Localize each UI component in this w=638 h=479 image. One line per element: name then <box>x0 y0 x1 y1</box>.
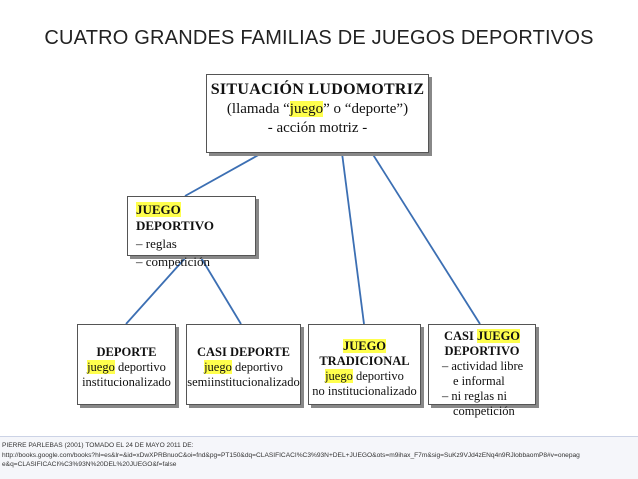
connector-mid-leaf1 <box>125 255 188 325</box>
connector-root-mid <box>184 152 263 197</box>
mid-item-competicion: – competición <box>136 254 211 269</box>
root-box-situacion-ludomotriz: SITUACIÓN LUDOMOTRIZ (llamada “juego” o … <box>206 74 429 153</box>
leaf-title: JUEGO <box>342 339 387 353</box>
leaf-box-casi-deporte: CASI DEPORTE juego deportivo semiinstitu… <box>186 324 301 405</box>
leaf-title: CASI DEPORTE <box>197 345 290 359</box>
leaf-box-casi-juego-deportivo: CASI JUEGO DEPORTIVO – actividad libre e… <box>428 324 536 418</box>
leaf-item: – ni reglas ni <box>442 389 507 403</box>
root-subtitle: (llamada “juego” o “deporte”) <box>226 101 409 117</box>
leaf-subtitle: juego deportivo <box>87 360 166 374</box>
mid-title: JUEGO DEPORTIVO <box>136 202 215 233</box>
leaf-item: competición <box>453 404 515 418</box>
caption-url-line-2: e&q=CLASIFICACI%C3%93N%20DEL%20JUEGO&f=f… <box>2 461 177 468</box>
connector-root-leaf4 <box>371 152 481 325</box>
leaf-title: CASI JUEGO <box>443 329 521 343</box>
root-title: SITUACIÓN LUDOMOTRIZ <box>210 81 425 98</box>
connector-mid-leaf2 <box>199 255 242 325</box>
leaf-subtitle: juego deportivo <box>204 360 283 374</box>
connector-root-leaf3 <box>341 152 365 325</box>
caption-url-line-1: http://books.google.com/books?hl=es&lr=&… <box>2 451 580 459</box>
leaf-item: – actividad libre <box>442 359 524 373</box>
root-note: - acción motriz - <box>267 120 368 136</box>
leaf-title-2: TRADICIONAL <box>319 354 410 368</box>
slide-title: CUATRO GRANDES FAMILIAS DE JUEGOS DEPORT… <box>44 27 594 49</box>
caption-line-1: PIERRE PARLEBAS (2001) TOMADO EL 24 DE M… <box>2 442 194 449</box>
leaf-desc: no institucionalizado <box>312 384 417 398</box>
mid-box-juego-deportivo: JUEGO DEPORTIVO – reglas – competición <box>127 196 256 269</box>
mid-item-reglas: – reglas <box>136 236 177 251</box>
leaf-subtitle: juego deportivo <box>325 369 404 383</box>
leaf-box-deporte: DEPORTE juego deportivo institucionaliza… <box>77 324 176 405</box>
leaf-desc: institucionalizado <box>82 375 171 389</box>
leaf-box-juego-tradicional: JUEGO TRADICIONAL juego deportivo no ins… <box>308 324 421 405</box>
source-caption: PIERRE PARLEBAS (2001) TOMADO EL 24 DE M… <box>0 436 638 479</box>
highlight-juego: juego <box>289 101 324 117</box>
leaf-title-2: DEPORTIVO <box>444 344 520 358</box>
leaf-item: e informal <box>453 374 505 388</box>
leaf-title: DEPORTE <box>96 345 157 359</box>
leaf-desc: semiinstitucionalizado <box>187 375 300 389</box>
